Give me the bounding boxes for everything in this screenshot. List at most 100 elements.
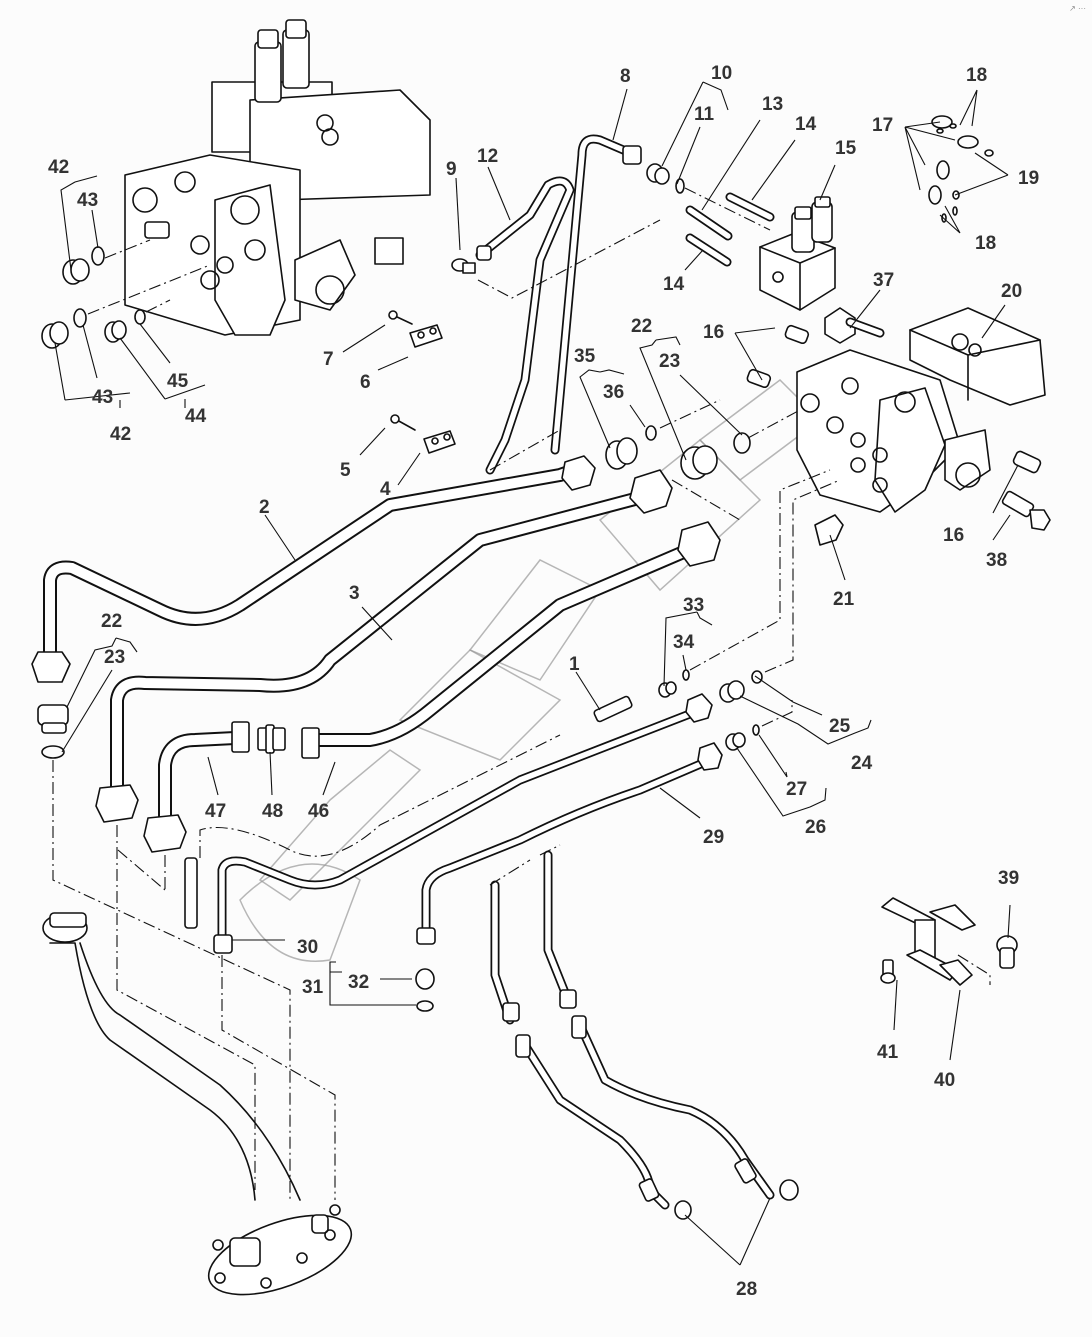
callout-14-upper: 14 bbox=[795, 114, 817, 135]
callout-43-lower: 43 bbox=[92, 387, 113, 408]
callout-2: 2 bbox=[259, 497, 270, 518]
callout-8: 8 bbox=[620, 66, 631, 87]
callout-9: 9 bbox=[446, 159, 457, 180]
callout-23-upper: 23 bbox=[659, 351, 680, 372]
callout-27: 27 bbox=[786, 779, 807, 800]
filter-insert-1 bbox=[593, 695, 633, 723]
adapter-10 bbox=[646, 163, 670, 185]
callout-16-right: 16 bbox=[943, 525, 964, 546]
pipe-12 bbox=[475, 176, 575, 475]
valve-37 bbox=[824, 307, 885, 344]
control-valve-20 bbox=[796, 307, 1046, 513]
callout-47: 47 bbox=[205, 801, 226, 822]
callout-19: 19 bbox=[1018, 168, 1039, 189]
pipe-2 bbox=[31, 455, 596, 683]
screw-41 bbox=[880, 959, 896, 984]
callout-1: 1 bbox=[569, 654, 580, 675]
callout-40: 40 bbox=[934, 1070, 955, 1091]
callout-23-lower: 23 bbox=[104, 647, 125, 668]
adapter-22-lower bbox=[37, 704, 69, 734]
filter-rod bbox=[184, 857, 198, 929]
callout-34: 34 bbox=[673, 632, 695, 653]
plug-38 bbox=[1001, 490, 1051, 531]
hose-28-left bbox=[490, 880, 692, 1220]
callout-25: 25 bbox=[829, 716, 851, 737]
plug-42-upper bbox=[62, 258, 90, 285]
fitting-9 bbox=[451, 258, 476, 274]
callout-16-upper: 16 bbox=[703, 322, 724, 343]
fitting-12-nut bbox=[476, 245, 492, 261]
solenoid-valve-block-15 bbox=[759, 196, 836, 311]
callout-17: 17 bbox=[872, 115, 893, 136]
callout-32: 32 bbox=[348, 972, 369, 993]
callout-26: 26 bbox=[805, 817, 826, 838]
callout-4: 4 bbox=[380, 479, 391, 500]
callout-41: 41 bbox=[877, 1042, 899, 1063]
seal-ring-25 bbox=[751, 670, 763, 684]
seal-ring-43-lower bbox=[73, 308, 87, 328]
callout-3: 3 bbox=[349, 583, 360, 604]
callout-12: 12 bbox=[477, 146, 498, 167]
callout-13: 13 bbox=[762, 94, 783, 115]
adapter-16-b bbox=[746, 368, 772, 389]
connector-48 bbox=[257, 724, 286, 754]
callout-14-lower: 14 bbox=[663, 274, 685, 295]
callout-43-upper: 43 bbox=[77, 190, 98, 211]
callout-38: 38 bbox=[986, 550, 1007, 571]
bracket-40 bbox=[881, 897, 976, 986]
o-ring-31 bbox=[416, 1000, 434, 1012]
callout-10: 10 bbox=[711, 63, 732, 84]
control-valve-assembly-left bbox=[124, 19, 431, 336]
clamp-4 bbox=[423, 430, 456, 454]
callout-22-lower: 22 bbox=[101, 611, 122, 632]
callout-11: 11 bbox=[694, 104, 715, 125]
hose-28-right bbox=[543, 850, 799, 1201]
clamp-6 bbox=[409, 324, 443, 348]
adapter-32 bbox=[415, 968, 435, 990]
adapter-24 bbox=[719, 680, 745, 703]
seal-ring-27 bbox=[752, 724, 760, 736]
pipe-3 bbox=[95, 469, 673, 823]
callout-44: 44 bbox=[185, 406, 207, 427]
callout-42-lower: 42 bbox=[110, 424, 131, 445]
sensor-21 bbox=[814, 514, 844, 546]
callout-45: 45 bbox=[167, 371, 189, 392]
seal-ring-23-lower bbox=[41, 745, 65, 759]
seal-ring-34 bbox=[682, 669, 690, 681]
seal-ring-23-upper bbox=[733, 432, 751, 454]
adapter-16-c bbox=[1012, 450, 1042, 474]
callout-18-lower: 18 bbox=[975, 233, 996, 254]
adapter-33 bbox=[658, 681, 677, 698]
callout-28: 28 bbox=[736, 1279, 757, 1300]
callout-18-upper: 18 bbox=[966, 65, 987, 86]
callout-24: 24 bbox=[851, 753, 873, 774]
leader-lines bbox=[54, 81, 1019, 1266]
callout-30: 30 bbox=[297, 937, 318, 958]
callout-5: 5 bbox=[340, 460, 351, 481]
callout-31: 31 bbox=[302, 977, 324, 998]
seal-ring-45 bbox=[134, 309, 146, 325]
callouts: 42 43 43 42 45 44 7 6 5 4 8 9 12 10 11 1… bbox=[48, 63, 1039, 1300]
seal-ring-36 bbox=[645, 425, 657, 441]
callout-35: 35 bbox=[574, 346, 596, 367]
callout-21: 21 bbox=[833, 589, 855, 610]
adapter-16-a bbox=[784, 324, 810, 345]
return-pipe-with-cap bbox=[42, 912, 301, 1201]
plug-44 bbox=[104, 320, 127, 343]
callout-20: 20 bbox=[1001, 281, 1022, 302]
callout-15: 15 bbox=[835, 138, 857, 159]
callout-46: 46 bbox=[308, 801, 329, 822]
callout-7: 7 bbox=[323, 349, 334, 370]
adapter-35 bbox=[605, 437, 638, 470]
corner-mark: ↗ ··· bbox=[1069, 4, 1086, 13]
callout-39: 39 bbox=[998, 868, 1019, 889]
callout-42-upper: 42 bbox=[48, 157, 69, 178]
screw-5 bbox=[390, 414, 416, 431]
seal-ring-43-upper bbox=[91, 246, 105, 266]
pipe-8 bbox=[550, 134, 642, 455]
screw-39 bbox=[996, 935, 1018, 969]
callout-36: 36 bbox=[603, 382, 624, 403]
seal-ring-11 bbox=[675, 178, 685, 194]
plug-42-lower bbox=[41, 321, 69, 349]
